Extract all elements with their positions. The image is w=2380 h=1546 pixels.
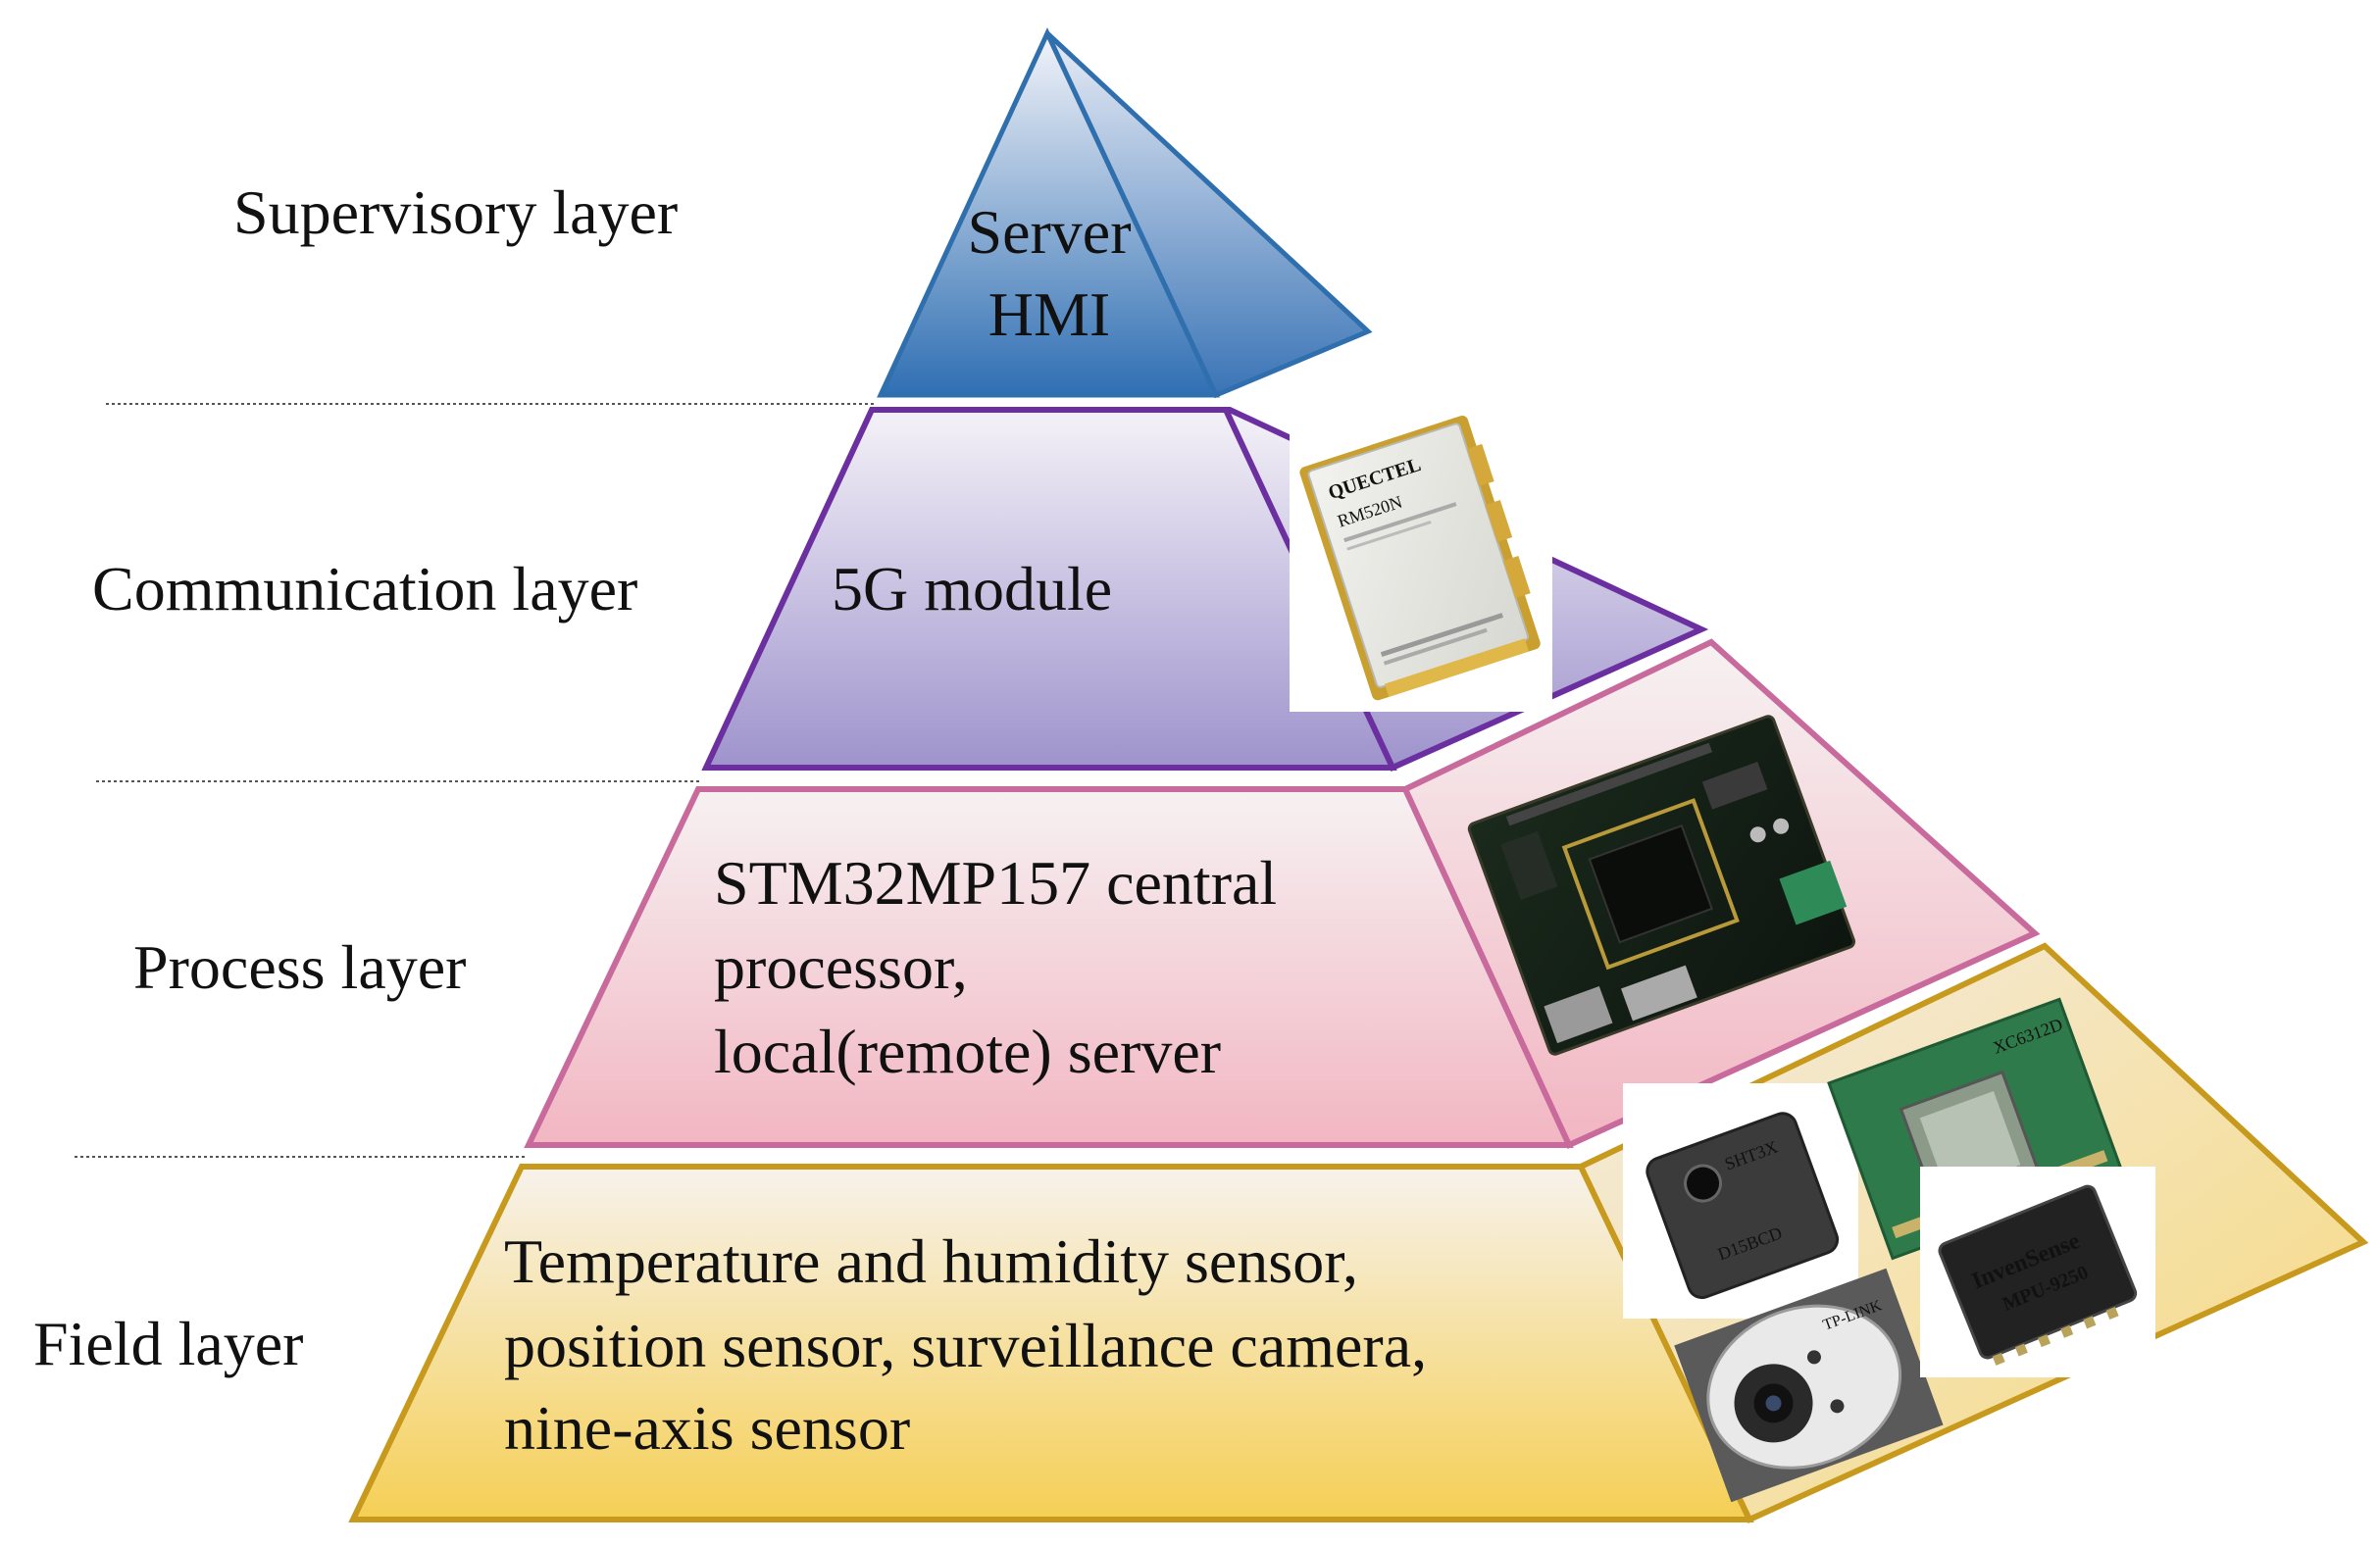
process-content-line-3: local(remote) server bbox=[714, 1017, 1221, 1086]
mpu9250-chip-photo: InvenSense MPU-9250 bbox=[1920, 1167, 2155, 1377]
process-content-line-1: STM32MP157 central bbox=[714, 848, 1277, 918]
communication-layer-label: Communication layer bbox=[92, 554, 637, 623]
field-content-line-3: nine-axis sensor bbox=[504, 1393, 910, 1463]
process-front-face bbox=[524, 786, 1574, 1148]
process-content-line-2: processor, bbox=[714, 932, 968, 1002]
field-content-line-1: Temperature and humidity sensor, bbox=[504, 1226, 1358, 1296]
camera-photo: TP-LINK bbox=[1674, 1268, 1944, 1503]
supervisory-layer-label: Supervisory layer bbox=[233, 177, 678, 247]
field-content-line-2: position sensor, surveillance camera, bbox=[504, 1311, 1427, 1380]
field-layer-label: Field layer bbox=[33, 1309, 303, 1378]
communication-content-line-1: 5G module bbox=[832, 554, 1112, 623]
field-front-face bbox=[348, 1164, 1754, 1522]
sensor-photos: SHT3X D15BCD XC6312D bbox=[1623, 997, 2155, 1503]
supervisory-front-face bbox=[877, 27, 1220, 398]
5g-module-photo: QUECTEL RM520N bbox=[1290, 410, 1552, 712]
supervisory-content-line-1: Server bbox=[967, 197, 1131, 267]
supervisory-tier bbox=[877, 27, 1373, 399]
sht3x-sensor-photo: SHT3X D15BCD bbox=[1623, 1083, 1858, 1319]
stm32mp157-board-photo bbox=[1467, 715, 1856, 1056]
supervisory-content-line-2: HMI bbox=[988, 279, 1110, 349]
communication-front-face bbox=[701, 407, 1397, 771]
process-layer-label: Process layer bbox=[133, 932, 466, 1002]
